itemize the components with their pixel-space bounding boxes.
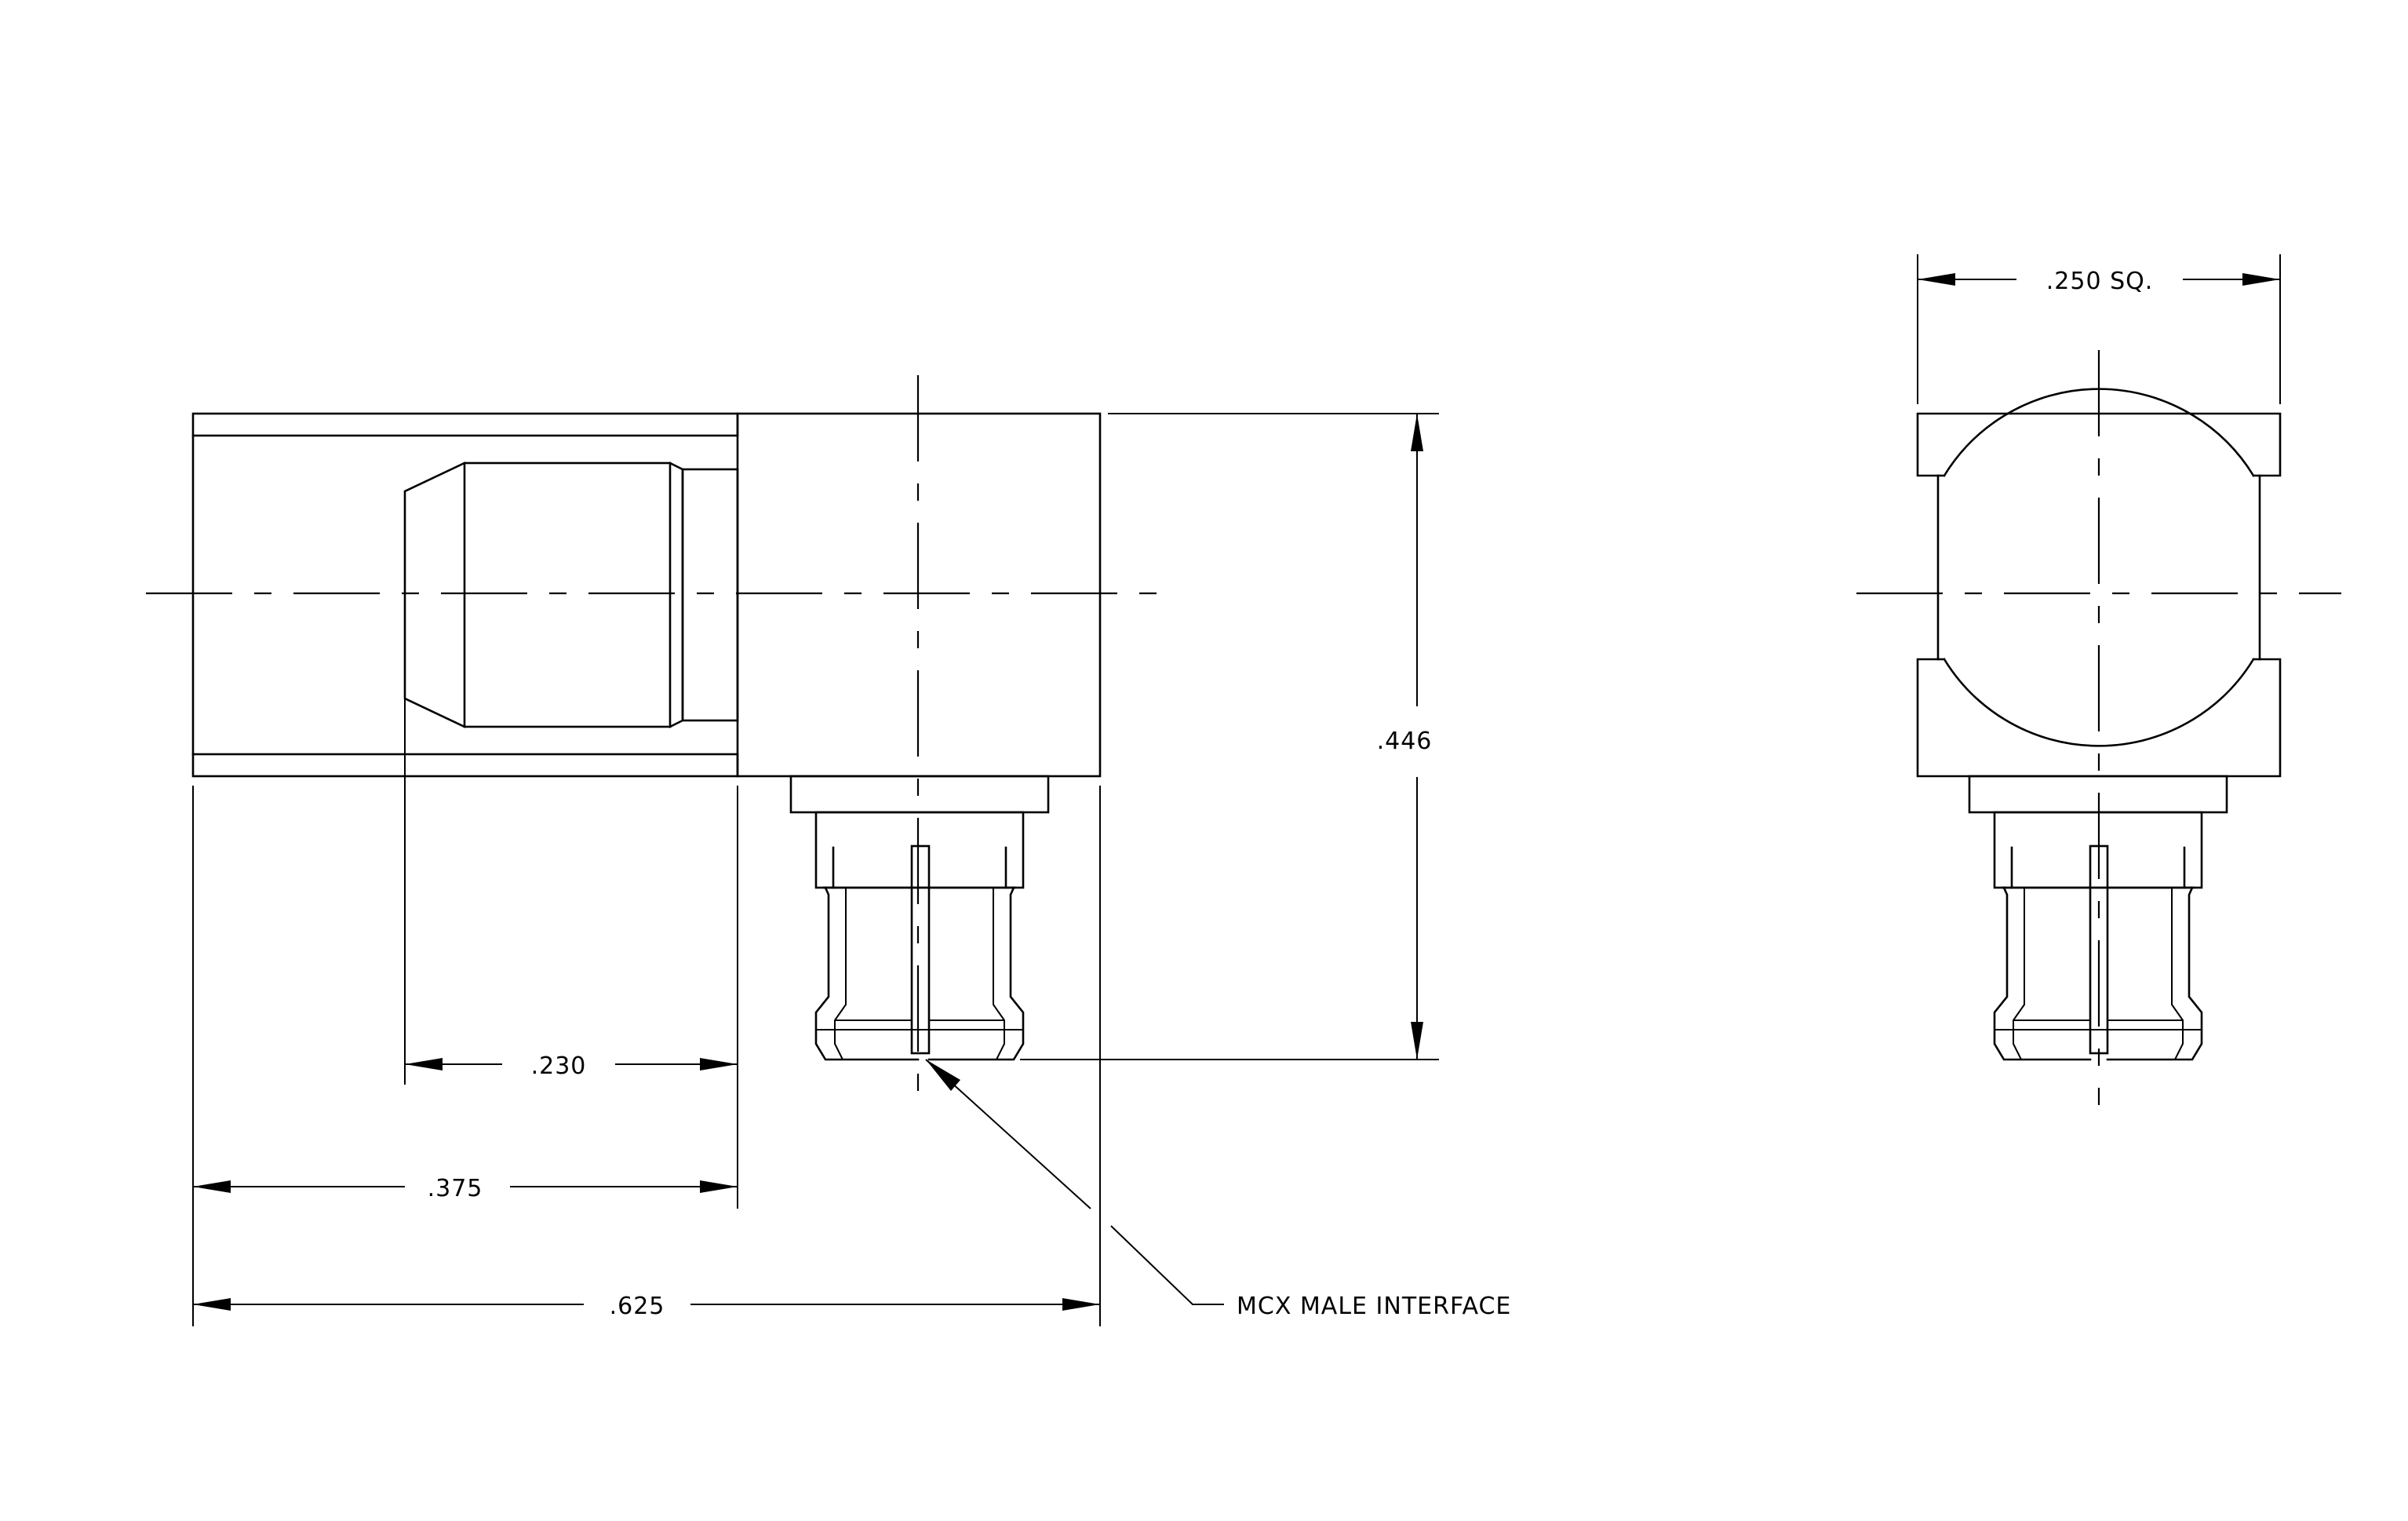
dim-overall-length: .625 <box>610 1293 665 1320</box>
tube-wall-bottom <box>191 753 739 778</box>
dim-body-length: .375 <box>428 1175 483 1202</box>
dim-height: .446 <box>1377 728 1433 755</box>
mcx-interface-side <box>789 775 1050 1061</box>
tube-wall-top <box>191 412 739 437</box>
insulator-nose <box>403 461 466 728</box>
knurled-insert <box>463 461 672 728</box>
dim-square-size: .250 SQ. <box>2046 268 2154 295</box>
callout-mcx-interface: MCX MALE INTERFACE <box>1237 1293 1511 1320</box>
dim-knurl-offset: .230 <box>531 1052 587 1080</box>
end-view: .250 SQ. <box>1856 254 2341 1105</box>
side-view: .230 .375 .625 .446 MCX MALE INTERFACE <box>146 375 1511 1326</box>
